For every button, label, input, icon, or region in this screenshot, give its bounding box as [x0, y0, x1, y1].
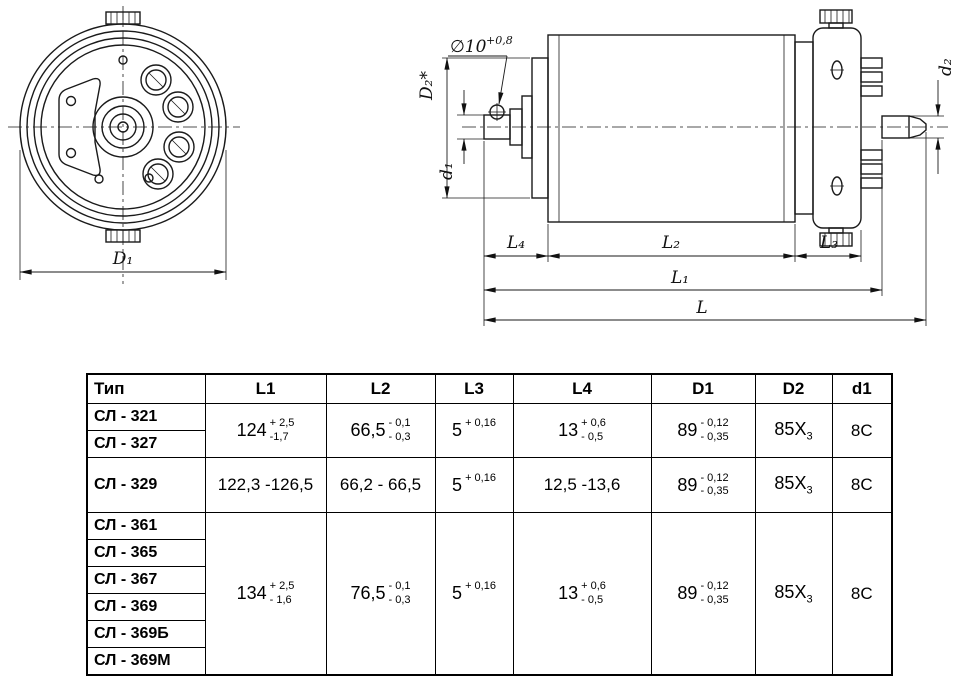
cell-l3: 5+ 0,16	[434, 403, 514, 458]
cell-d2: 85X3	[754, 512, 833, 676]
type-cell: СЛ - 361	[86, 512, 206, 540]
cell-d1-small: 8C	[831, 403, 893, 458]
type-cell: СЛ - 329	[86, 457, 206, 513]
technical-drawing: D₁	[8, 6, 956, 326]
table-row: СЛ - 329 122,3 -126,5 66,2 - 66,5 5+ 0,1…	[86, 457, 893, 513]
cell-l1: 122,3 -126,5	[204, 457, 327, 513]
dim-d2: d₂	[909, 58, 956, 174]
cell-l4: 12,5 -13,6	[512, 457, 652, 513]
dim-D2: D₂*	[417, 57, 530, 199]
cell-d1: 89- 0,12- 0,35	[650, 403, 756, 458]
dim-label-L4: L₄	[506, 233, 525, 253]
cell-l3: 5+ 0,16	[434, 457, 514, 513]
spec-table: Тип L1 L2 L3 L4 D1 D2 d1 СЛ - 321 124+ 2…	[86, 373, 893, 676]
type-cell: СЛ - 367	[86, 566, 206, 594]
callout-hole-diameter: ∅10 +0,8	[448, 34, 513, 105]
dim-label-d1: d₁	[437, 162, 457, 180]
thumbscrew-icon	[105, 11, 141, 25]
cell-d1-small: 8C	[831, 457, 893, 513]
col-header-d2: D2	[754, 373, 833, 404]
type-cell: СЛ - 369М	[86, 647, 206, 676]
cell-d1-small: 8C	[831, 512, 893, 676]
cell-l1: 124+ 2,5-1,7	[204, 403, 327, 458]
cell-d1: 89- 0,12- 0,35	[650, 512, 756, 676]
col-header-l1: L1	[204, 373, 327, 404]
col-header-l2: L2	[325, 373, 436, 404]
type-cell: СЛ - 365	[86, 539, 206, 567]
brush-cap-icon	[162, 91, 194, 123]
dim-label-L2: L₂	[661, 233, 680, 253]
dim-label-L1: L₁	[670, 268, 689, 288]
brush-cap-icon	[163, 131, 195, 163]
dim-d1: d₁	[437, 90, 484, 180]
table-row: СЛ - 321 124+ 2,5-1,7 66,5- 0,1- 0,3 5+ …	[86, 403, 893, 458]
callout-tolerance: +0,8	[486, 34, 513, 47]
dim-label-D2: D₂*	[417, 71, 437, 101]
header-row: Тип L1 L2 L3 L4 D1 D2 d1	[86, 373, 893, 404]
callout-base: ∅10	[450, 37, 487, 57]
cell-l4: 13+ 0,6- 0,5	[512, 512, 652, 676]
dim-lengths: L₄ L₂ L₃ L₁ L	[483, 132, 927, 326]
type-cell: СЛ - 369	[86, 593, 206, 621]
table-row: СЛ - 369Б	[86, 620, 892, 648]
cell-d2: 85X3	[754, 457, 833, 513]
table-row: СЛ - 361 134+ 2,5- 1,6 76,5- 0,1- 0,3 5+…	[86, 512, 893, 676]
dim-label-L: L	[695, 298, 707, 318]
dim-label-D1: D₁	[112, 249, 133, 269]
cell-l2: 66,2 - 66,5	[325, 457, 436, 513]
col-header-d1: D1	[650, 373, 756, 404]
cell-d2: 85X3	[754, 403, 833, 458]
type-cell: СЛ - 369Б	[86, 620, 206, 648]
cell-l2: 76,5- 0,1- 0,3	[325, 512, 436, 676]
front-view	[8, 6, 240, 284]
dim-label-L3: L₃	[819, 233, 838, 253]
thumbscrew-icon	[105, 229, 141, 243]
col-header-l4: L4	[512, 373, 652, 404]
col-header-d1-small: d1	[831, 373, 893, 404]
cell-l4: 13+ 0,6- 0,5	[512, 403, 652, 458]
col-header-type: Тип	[86, 373, 206, 404]
dim-D1: D₁	[19, 150, 227, 280]
shaft-hole-icon	[488, 103, 506, 121]
table-row: СЛ - 369М	[86, 647, 892, 676]
side-view	[462, 9, 948, 247]
thumbscrew-icon	[819, 227, 853, 247]
brush-cap-icon	[140, 64, 172, 96]
dim-label-d2: d₂	[936, 58, 956, 76]
cell-l1: 134+ 2,5- 1,6	[204, 512, 327, 676]
type-cell: СЛ - 327	[86, 430, 206, 458]
cell-l3: 5+ 0,16	[434, 512, 514, 676]
cell-l2: 66,5- 0,1- 0,3	[325, 403, 436, 458]
cell-d1: 89- 0,12- 0,35	[650, 457, 756, 513]
type-cell: СЛ - 321	[86, 403, 206, 431]
table-row: СЛ - 367	[86, 566, 892, 594]
col-header-l3: L3	[434, 373, 514, 404]
table-row: СЛ - 365	[86, 539, 892, 567]
thumbscrew-icon	[819, 9, 853, 29]
